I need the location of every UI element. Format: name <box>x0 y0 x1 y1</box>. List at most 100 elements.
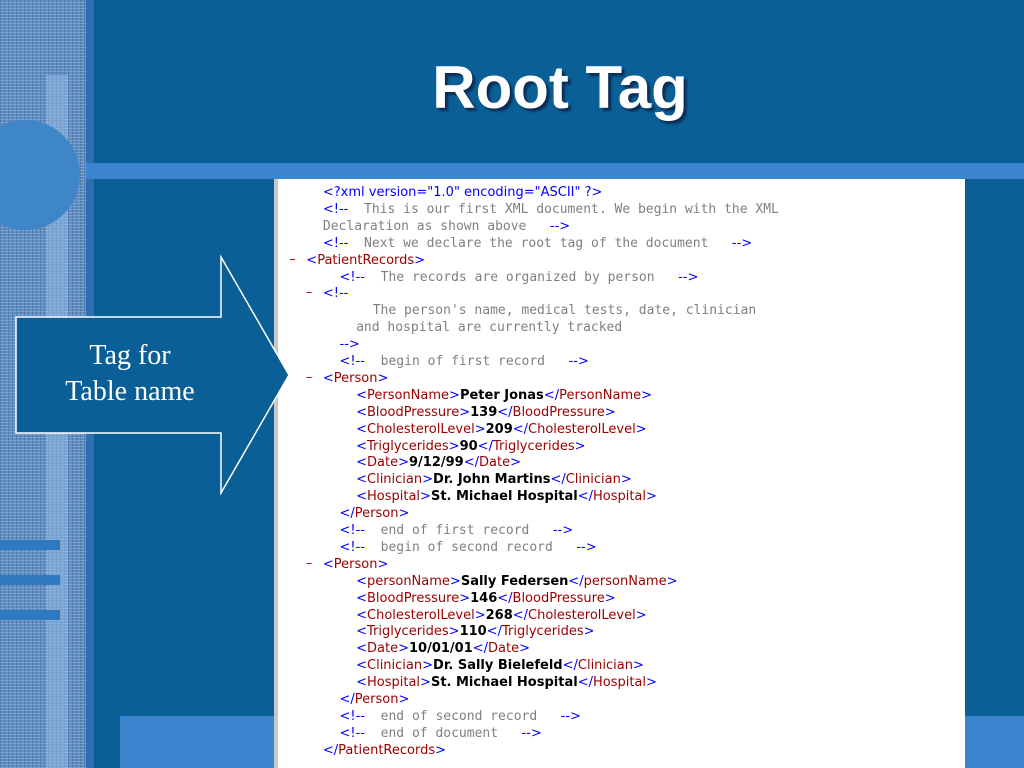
xml-tag-name: Person <box>333 370 378 386</box>
xml-markup: > <box>574 438 586 454</box>
xml-line: <!-- end of document --> <box>340 725 542 742</box>
collapse-toggle-icon[interactable]: – <box>305 285 317 301</box>
xml-line: <PersonName>Peter Jonas</PersonName> <box>356 387 652 404</box>
slide-title: Root Tag <box>432 54 688 121</box>
xml-comment-text: The records are organized by person <box>365 269 679 285</box>
xml-line: </Person> <box>340 505 410 522</box>
xml-markup: <!-- <box>322 235 349 251</box>
xml-value: 110 <box>459 624 487 640</box>
xml-comment-text: end of second record <box>365 708 561 724</box>
xml-markup: > <box>422 658 434 674</box>
xml-line: <!-- end of first record --> <box>340 522 574 539</box>
top-band <box>86 163 1024 179</box>
xml-line: </PatientRecords> <box>323 742 446 759</box>
xml-markup: > <box>435 742 447 758</box>
xml-line: – <Person> <box>306 370 389 387</box>
xml-line: <BloodPressure>139</BloodPressure> <box>356 404 616 421</box>
xml-tag-name: Clinician <box>367 472 423 488</box>
xml-markup: > <box>633 658 644 674</box>
stripe-decoration <box>0 610 60 620</box>
xml-line: – <Person> <box>306 556 389 573</box>
xml-line: <!-- Next we declare the root tag of the… <box>323 235 752 252</box>
xml-value: 268 <box>485 607 513 623</box>
xml-line: </Person> <box>340 691 410 708</box>
xml-tag-name: BloodPressure <box>367 590 460 606</box>
xml-markup: > <box>666 573 678 589</box>
xml-line: – <!-- <box>306 285 349 302</box>
xml-markup: > <box>604 404 616 420</box>
xml-line: --> <box>340 336 360 353</box>
xml-markup: </ <box>512 421 529 437</box>
xml-markup: > <box>398 641 409 657</box>
xml-value: Sally Federsen <box>460 573 569 589</box>
xml-markup: <!-- <box>322 286 349 302</box>
xml-markup: --> <box>549 218 571 234</box>
xml-markup: --> <box>678 269 699 285</box>
collapse-toggle-icon[interactable]: – <box>289 251 300 267</box>
xml-line: <!-- begin of first record --> <box>340 353 589 370</box>
xml-line: <personName>Sally Federsen</personName> <box>356 573 677 590</box>
xml-tag-name: Date <box>488 641 520 657</box>
xml-line: Declaration as shown above --> <box>323 218 570 235</box>
xml-markup: < <box>356 472 367 488</box>
xml-markup: > <box>620 472 632 488</box>
xml-markup: </ <box>477 438 493 454</box>
xml-markup: > <box>420 675 431 691</box>
xml-markup: </ <box>568 573 584 589</box>
xml-tag-name: Person <box>354 506 399 522</box>
xml-markup: > <box>448 438 460 454</box>
xml-tag-name: BloodPressure <box>367 404 460 420</box>
xml-comment-text: end of first record <box>365 523 553 538</box>
xml-line: <Triglycerides>90</Triglycerides> <box>356 438 585 455</box>
xml-line: – <PatientRecords> <box>289 252 426 269</box>
xml-line: <Clinician>Dr. John Martins</Clinician> <box>356 471 632 488</box>
xml-markup: <!-- <box>339 523 366 538</box>
xml-tag-name: PatientRecords <box>338 742 436 758</box>
xml-markup: <!-- <box>339 354 366 369</box>
callout-arrow-icon <box>15 255 290 495</box>
xml-line: <CholesterolLevel>209</CholesterolLevel> <box>356 421 647 438</box>
xml-markup: > <box>459 590 471 606</box>
collapse-toggle-icon[interactable]: – <box>305 555 317 571</box>
xml-markup: </ <box>562 658 578 674</box>
xml-line: <Hospital>St. Michael Hospital</Hospital… <box>356 488 657 505</box>
xml-tag-name: BloodPressure <box>512 404 605 420</box>
xml-markup: <!-- <box>339 539 366 555</box>
xml-markup: </ <box>550 472 566 488</box>
xml-markup: --> <box>552 523 574 538</box>
stripe-decoration <box>0 540 60 550</box>
collapse-toggle-icon[interactable]: – <box>305 369 317 385</box>
xml-tag-name: Hospital <box>367 675 421 691</box>
xml-markup: <!-- <box>339 725 366 741</box>
xml-markup: </ <box>497 590 513 606</box>
xml-comment-text: and hospital are currently tracked <box>356 320 623 336</box>
xml-markup: > <box>449 573 461 589</box>
xml-tag-name: Clinician <box>565 472 621 488</box>
xml-markup: <?xml version="1.0" encoding="ASCII" ?> <box>322 185 603 200</box>
xml-comment-text: end of document <box>365 725 522 741</box>
xml-tag-name: Date <box>367 455 399 471</box>
xml-markup: < <box>356 675 367 691</box>
xml-markup: > <box>474 607 486 623</box>
xml-markup: > <box>414 252 426 268</box>
xml-markup: < <box>356 641 367 657</box>
xml-value: St. Michael Hospital <box>430 675 578 691</box>
xml-markup: > <box>641 387 653 403</box>
xml-markup: <!-- <box>339 708 366 724</box>
xml-markup: <!-- <box>339 269 366 285</box>
xml-line: <Date>10/01/01</Date> <box>356 640 530 657</box>
xml-markup: --> <box>576 539 597 555</box>
xml-markup: </ <box>322 742 339 758</box>
xml-markup: </ <box>486 624 502 640</box>
xml-markup: < <box>356 658 367 674</box>
xml-markup: < <box>322 370 334 386</box>
xml-markup: --> <box>560 708 581 724</box>
xml-line: The person's name, medical tests, date, … <box>373 302 757 319</box>
xml-tag-name: CholesterolLevel <box>528 607 636 623</box>
xml-markup: </ <box>472 641 489 657</box>
xml-markup: > <box>583 624 595 640</box>
xml-markup: </ <box>543 387 560 403</box>
xml-markup: > <box>377 370 389 386</box>
xml-value: 10/01/01 <box>408 641 473 657</box>
xml-value: 90 <box>459 438 478 454</box>
